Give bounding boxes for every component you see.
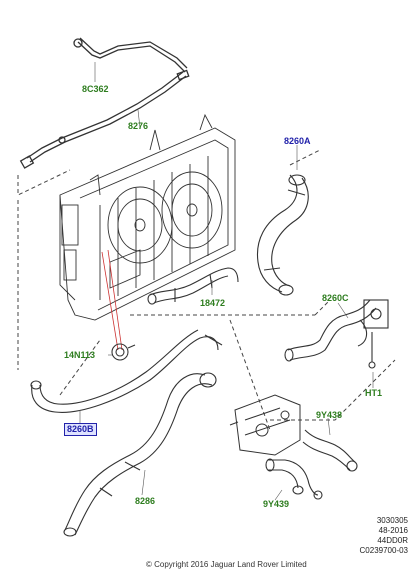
hose-8260C	[284, 299, 389, 369]
reference-line: C0239700-03	[359, 546, 408, 555]
callout-8260C: 8260C	[322, 293, 349, 303]
breather-pipe-8276	[19, 37, 190, 169]
reference-line: 3030305	[376, 516, 408, 525]
callout-9Y438: 9Y438	[316, 410, 343, 420]
hose-9Y438	[302, 429, 358, 472]
reference-line: 48-2016	[378, 526, 408, 535]
hose-8286	[63, 372, 217, 537]
callout-8C362: 8C362	[82, 84, 109, 94]
hose-9Y439	[265, 458, 323, 500]
coolant-pump-housing	[229, 394, 301, 456]
callout-8260A: 8260A	[284, 136, 311, 146]
callout-8276: 8276	[128, 121, 149, 131]
dashed-boundary-lines	[17, 149, 396, 431]
reference-line: 44DD0R	[377, 536, 408, 545]
copyright-text: © Copyright 2016 Jaguar Land Rover Limit…	[146, 560, 307, 569]
clamp-14N113	[111, 343, 136, 361]
radiator-fan-assembly	[59, 113, 236, 321]
callout-8260B: 8260B	[64, 423, 97, 436]
callout-14N113: 14N113	[64, 350, 96, 360]
reference-block: 3030305 48-2016 44DD0R C0239700-03	[360, 516, 408, 556]
callout-leaders	[79, 62, 374, 501]
callout-18472: 18472	[200, 298, 226, 308]
lower-hose-8260B	[30, 329, 223, 413]
callout-8286: 8286	[135, 496, 156, 506]
upper-hose-8260A	[256, 174, 309, 296]
callout-HT1: HT1	[365, 388, 383, 398]
hose-18472	[147, 267, 239, 305]
red-guide-lines	[101, 249, 123, 351]
callout-9Y439: 9Y439	[263, 499, 290, 509]
